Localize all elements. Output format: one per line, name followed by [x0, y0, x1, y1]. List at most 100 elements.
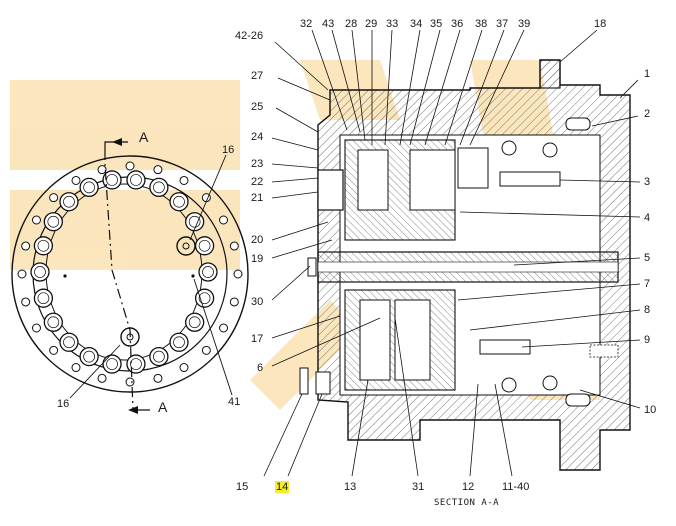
label-30: 30 — [251, 296, 264, 308]
roller-inner — [173, 336, 185, 349]
roller — [185, 312, 205, 332]
label-31: 31 — [412, 481, 425, 493]
roller-inner — [34, 266, 46, 278]
label-18: 18 — [594, 18, 607, 30]
roller — [43, 312, 63, 332]
bolt-hole — [97, 373, 107, 383]
label-11-40: 11-40 — [502, 481, 530, 493]
roller-inner — [37, 239, 50, 252]
label-16-top: 16 — [222, 144, 235, 156]
label-10: 10 — [644, 404, 657, 416]
roller — [79, 177, 99, 198]
leader-lines — [263, 29, 641, 477]
roller-inner — [37, 292, 50, 305]
roller — [30, 262, 50, 282]
label-15: 15 — [236, 481, 249, 493]
roller-inner — [106, 358, 118, 370]
label-43: 43 — [322, 18, 335, 30]
roller-inner — [188, 215, 201, 228]
bolt-hole — [71, 363, 81, 373]
roller — [102, 170, 122, 190]
roller-inner — [63, 336, 75, 349]
roller-inner — [47, 316, 60, 329]
roller — [194, 236, 215, 256]
label-23: 23 — [251, 158, 264, 170]
label-1: 1 — [644, 68, 651, 80]
label-3: 3 — [644, 176, 651, 188]
label-14-highlighted: 14 — [275, 481, 290, 493]
label-7: 7 — [644, 278, 651, 290]
label-17: 17 — [251, 333, 264, 345]
bolt-hole — [153, 373, 163, 383]
roller-inner — [130, 358, 142, 370]
label-6: 6 — [257, 362, 264, 374]
bolt-hole — [125, 377, 135, 387]
label-35: 35 — [430, 18, 443, 30]
roller-inner — [47, 215, 60, 228]
label-37: 37 — [496, 18, 509, 30]
roller — [79, 346, 99, 367]
label-42-26: 42-26 — [235, 30, 264, 42]
label-4: 4 — [644, 212, 651, 224]
bearings — [501, 117, 591, 407]
bolt-hole — [153, 165, 163, 175]
roller-inner — [106, 174, 118, 186]
label-20: 20 — [251, 234, 264, 246]
end-view — [11, 138, 249, 414]
label-16-bottom: 16 — [57, 398, 70, 410]
bolt-hole — [229, 241, 239, 251]
label-25: 25 — [251, 101, 264, 113]
label-12: 12 — [462, 481, 475, 493]
label-27: 27 — [251, 70, 264, 82]
label-9: 9 — [644, 334, 651, 346]
roller-inner — [198, 239, 211, 252]
label-24: 24 — [251, 131, 264, 143]
roller-inner — [173, 195, 185, 208]
section-view — [299, 59, 631, 471]
bolt-hole — [201, 345, 211, 355]
roller-inner — [153, 350, 165, 363]
roller-inner — [83, 350, 95, 363]
label-28: 28 — [345, 18, 358, 30]
label-29: 29 — [365, 18, 378, 30]
bolt-hole — [17, 269, 27, 279]
roller — [126, 170, 146, 190]
roller — [126, 354, 146, 374]
roller-inner — [83, 181, 95, 194]
roller — [169, 332, 189, 352]
label-36: 36 — [451, 18, 464, 30]
roller — [169, 192, 189, 212]
bolt-hole — [49, 193, 59, 203]
roller — [198, 262, 218, 282]
bolt-hole — [219, 323, 229, 333]
bolt-hole — [219, 215, 229, 225]
bolt-hole — [125, 161, 135, 171]
bolt-hole — [71, 175, 81, 185]
roller — [194, 288, 215, 308]
roller-inner — [202, 266, 214, 278]
bolt-hole — [21, 297, 31, 307]
bolt-hole — [233, 269, 243, 279]
section-caption: SECTION A-A — [434, 498, 500, 508]
label-38: 38 — [475, 18, 488, 30]
label-21: 21 — [251, 192, 264, 204]
roller-inner — [198, 292, 211, 305]
bolt-hole — [31, 215, 41, 225]
label-32: 32 — [300, 18, 313, 30]
label-8: 8 — [644, 304, 651, 316]
roller — [43, 212, 63, 232]
bolt-hole — [179, 175, 189, 185]
label-41: 41 — [228, 396, 241, 408]
section-marker-bottom: A — [158, 399, 168, 415]
bolt-hole — [49, 345, 59, 355]
roller — [33, 288, 54, 308]
bolt-hole — [179, 363, 189, 373]
label-5: 5 — [644, 252, 651, 264]
label-2: 2 — [644, 108, 651, 120]
section-marker-top: A — [139, 129, 149, 145]
roller-inner — [153, 181, 165, 194]
bolt-hole — [31, 323, 41, 333]
bolt-hole — [97, 165, 107, 175]
